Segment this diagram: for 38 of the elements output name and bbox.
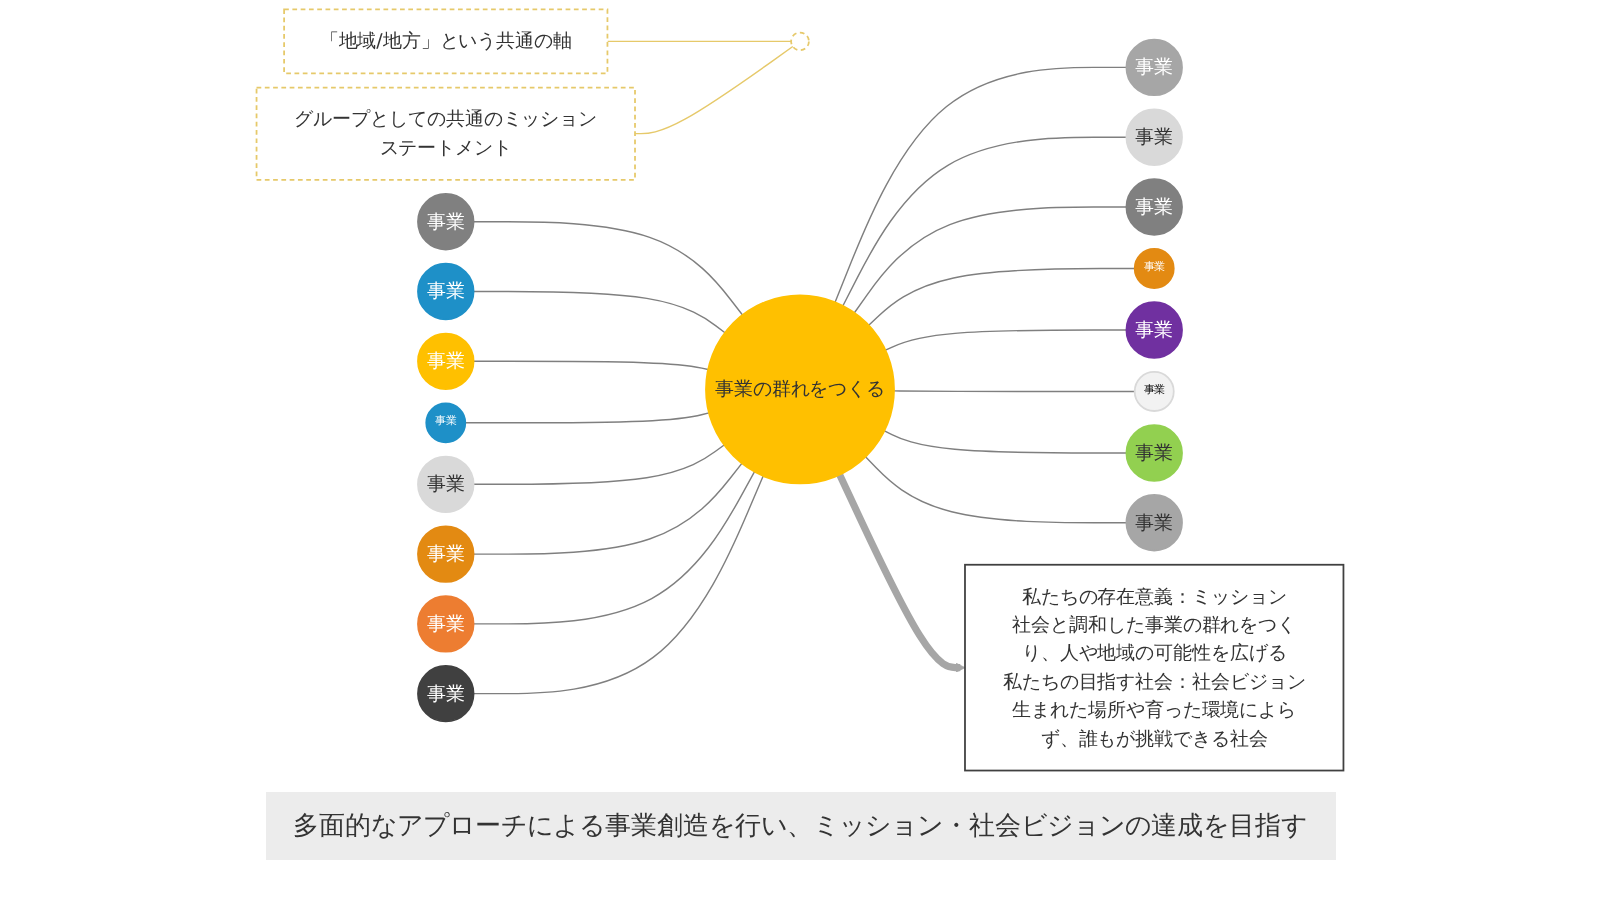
node-circle: 事業 — [417, 595, 475, 653]
connector — [472, 290, 726, 334]
connector — [834, 66, 1128, 303]
node-circle: 事業 — [417, 262, 475, 321]
connector — [606, 40, 792, 43]
connector — [893, 390, 1136, 393]
connector — [842, 136, 1128, 307]
node-circle: 事業 — [1125, 424, 1183, 482]
node-circle: 事業 — [1125, 178, 1183, 236]
node-circle: 事業 — [417, 665, 475, 723]
node-circle: 事業 — [1125, 38, 1183, 97]
connector — [883, 430, 1128, 454]
node-circle: 事業 — [417, 455, 475, 513]
node-circle: 事業の群れをつくる — [705, 294, 895, 485]
node-circle: 事業 — [417, 525, 475, 583]
arrow — [836, 473, 966, 673]
connector — [472, 462, 743, 555]
connector — [472, 475, 764, 695]
node-circle: 事業 — [417, 193, 475, 251]
connector — [634, 45, 794, 135]
connector — [472, 471, 756, 625]
node-circle: 事業 — [1125, 301, 1183, 359]
node-circle: 事業 — [417, 332, 475, 390]
connector — [853, 206, 1128, 314]
node-box: 「地域/地方」という共通の軸 — [283, 8, 609, 75]
node-circle: 事業 — [1125, 108, 1183, 166]
connector — [472, 360, 709, 371]
connector — [472, 444, 725, 486]
node-box: 私たちの存在意義：ミッション 社会と調和した事業の群れをつくり、人や地域の可能性を広げる 私たちの目指す社会：社会ビジョン 生まれた場所や育った環境によらず、誰もが挑戦できる社会 — [964, 563, 1345, 772]
node-ellipse — [790, 31, 810, 52]
connector — [868, 267, 1136, 326]
node-circle: 事業 — [1125, 494, 1183, 552]
connector — [864, 456, 1128, 524]
connector — [884, 329, 1128, 351]
caption: 多面的なアプローチによる事業創造を行い、ミッション・社会ビジョンの達成を目指す — [265, 792, 1335, 860]
node-box: グループとしての共通のミッションステートメント — [255, 86, 636, 181]
connector — [464, 412, 710, 424]
connector — [472, 221, 744, 316]
